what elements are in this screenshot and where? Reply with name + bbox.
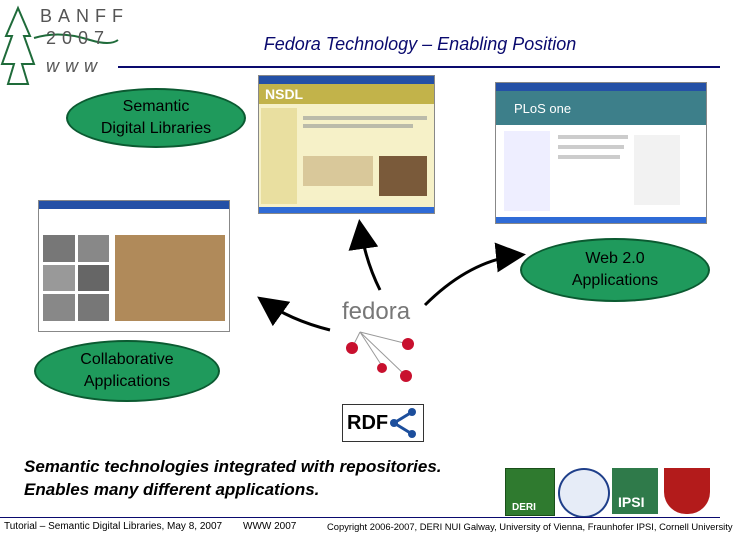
logo-line1: BANFF bbox=[40, 6, 130, 26]
footer-left: Tutorial – Semantic Digital Libraries, M… bbox=[4, 521, 223, 532]
nsdl-logo: NSDL bbox=[265, 86, 304, 102]
deri-label: DERI bbox=[512, 502, 536, 513]
tree-icon bbox=[0, 5, 119, 85]
plos-logo: PLoS one bbox=[514, 100, 572, 116]
oval-collaborative-applications: Collaborative Applications bbox=[34, 340, 220, 402]
arrow-to-collab bbox=[257, 296, 331, 332]
rdf-graph-icon bbox=[390, 408, 417, 438]
university-of-vienna-seal-icon bbox=[558, 468, 610, 518]
logo-line2: 2007 bbox=[46, 28, 111, 48]
oval-semantic-digital-libraries: Semantic Digital Libraries bbox=[66, 88, 246, 148]
footer-right: Copyright 2006-2007, DERI NUI Galway, Un… bbox=[327, 521, 733, 532]
rdf-logo: RDF bbox=[342, 404, 424, 442]
caption: Semantic technologies integrated with re… bbox=[24, 456, 484, 502]
arrow-to-semantic bbox=[348, 219, 382, 291]
logo-line3: www bbox=[46, 56, 103, 76]
deri-logo: DERI bbox=[505, 468, 555, 516]
ipsi-logo: IPSI bbox=[612, 468, 658, 514]
footer-rule bbox=[0, 517, 720, 518]
plos-screenshot: PLoS one bbox=[495, 82, 707, 224]
caption-line2: Enables many different applications. bbox=[24, 479, 320, 499]
oval-web20-applications: Web 2.0 Applications bbox=[520, 238, 710, 302]
collab-screenshot bbox=[38, 200, 230, 332]
fedora-label: fedora bbox=[342, 298, 411, 325]
banff-logo: BANFF 2007 www bbox=[0, 0, 123, 90]
title-rule bbox=[118, 66, 720, 68]
nsdl-screenshot: NSDL bbox=[258, 75, 435, 214]
fedora-graph-icon bbox=[346, 331, 414, 382]
footer-middle: WWW 2007 bbox=[243, 521, 297, 532]
slide-title: Fedora Technology – Enabling Position bbox=[263, 34, 577, 54]
arrow-to-web20 bbox=[423, 242, 526, 307]
rdf-label: RDF bbox=[347, 411, 389, 434]
ipsi-label: IPSI bbox=[618, 494, 645, 510]
cornell-seal-icon bbox=[664, 468, 710, 514]
caption-line1: Semantic technologies integrated with re… bbox=[24, 457, 442, 476]
